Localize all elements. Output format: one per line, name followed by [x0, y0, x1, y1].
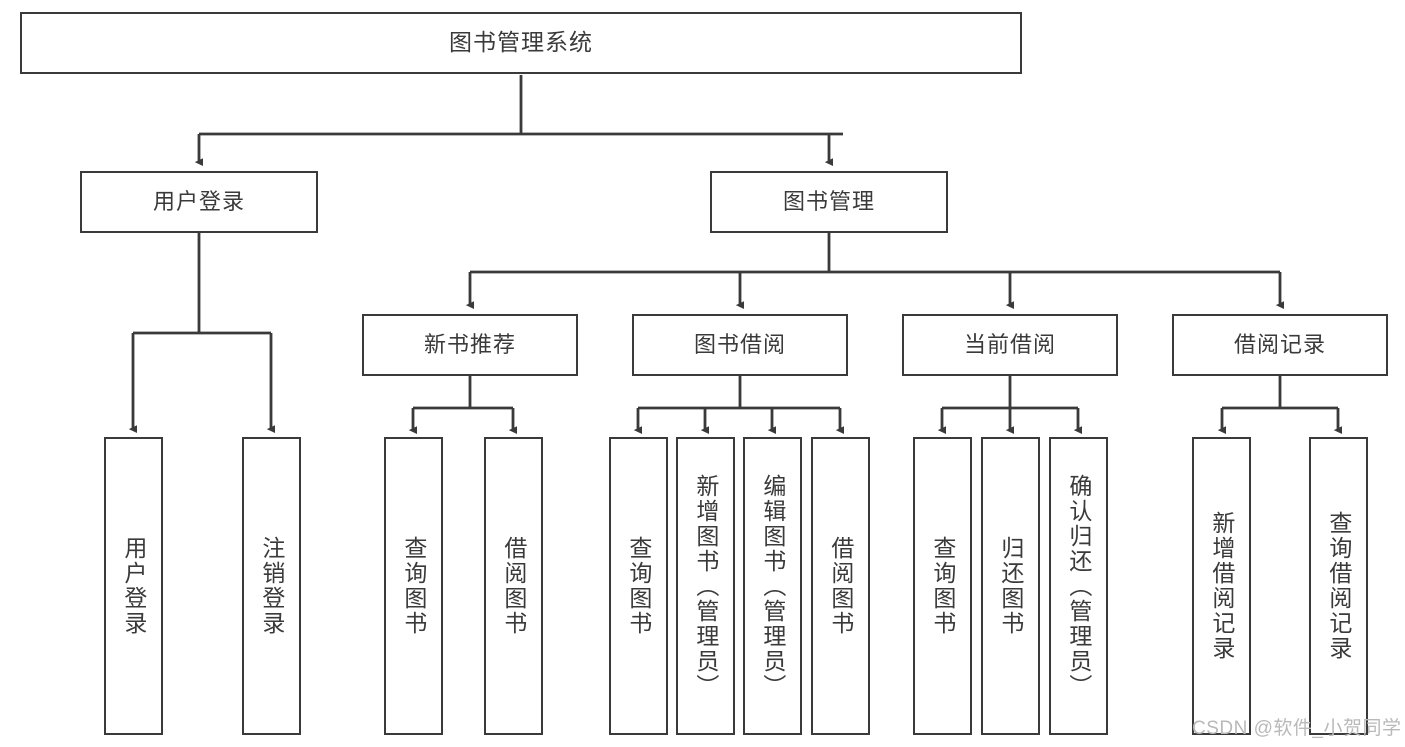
leaf-label: 借阅图书 — [500, 536, 527, 636]
node-new-book-recommend-label: 新书推荐 — [423, 331, 516, 357]
leaf-borrow-record-add-record[interactable]: 新增借阅记录 — [1192, 437, 1251, 735]
leaf-label: 查询图书 — [625, 536, 652, 636]
leaf-book-borrow-borrow-book[interactable]: 借阅图书 — [811, 437, 870, 735]
leaf-label: 编辑图书（管理员） — [759, 473, 786, 699]
leaf-label: 借阅图书 — [827, 536, 854, 636]
node-new-book-recommend[interactable]: 新书推荐 — [362, 314, 578, 376]
leaf-new-book-query-book[interactable]: 查询图书 — [384, 437, 443, 735]
node-book-borrow-label: 图书借阅 — [693, 331, 786, 357]
node-current-borrow-label: 当前借阅 — [963, 331, 1056, 357]
leaf-book-borrow-query-book[interactable]: 查询图书 — [609, 437, 668, 735]
node-book-borrow[interactable]: 图书借阅 — [632, 314, 848, 376]
leaf-label: 新增图书（管理员） — [692, 473, 719, 699]
node-user-login[interactable]: 用户登录 — [80, 171, 318, 233]
leaf-label: 新增借阅记录 — [1208, 511, 1235, 661]
leaf-label: 查询图书 — [929, 536, 956, 636]
leaf-borrow-record-query-record[interactable]: 查询借阅记录 — [1309, 437, 1368, 735]
leaf-label: 查询图书 — [400, 536, 427, 636]
leaf-label: 确认归还（管理员） — [1065, 473, 1092, 699]
leaf-current-borrow-return-book[interactable]: 归还图书 — [981, 437, 1040, 735]
leaf-label: 归还图书 — [997, 536, 1024, 636]
node-user-login-label: 用户登录 — [152, 188, 245, 214]
leaf-user-login-login[interactable]: 用户登录 — [104, 437, 163, 735]
leaf-book-borrow-edit-book-admin[interactable]: 编辑图书（管理员） — [743, 437, 802, 735]
leaf-book-borrow-add-book-admin[interactable]: 新增图书（管理员） — [676, 437, 735, 735]
leaf-label: 查询借阅记录 — [1325, 511, 1352, 661]
node-root-label: 图书管理系统 — [449, 29, 593, 56]
node-borrow-record[interactable]: 借阅记录 — [1172, 314, 1388, 376]
node-borrow-record-label: 借阅记录 — [1233, 331, 1326, 357]
node-book-management-label: 图书管理 — [782, 188, 875, 214]
node-current-borrow[interactable]: 当前借阅 — [902, 314, 1118, 376]
leaf-user-login-logout[interactable]: 注销登录 — [242, 437, 301, 735]
leaf-current-borrow-confirm-return-admin[interactable]: 确认归还（管理员） — [1049, 437, 1108, 735]
leaf-current-borrow-query-book[interactable]: 查询图书 — [913, 437, 972, 735]
leaf-label: 注销登录 — [258, 536, 285, 636]
node-root[interactable]: 图书管理系统 — [20, 12, 1022, 74]
node-book-management[interactable]: 图书管理 — [710, 171, 948, 233]
leaf-new-book-borrow-book[interactable]: 借阅图书 — [484, 437, 543, 735]
leaf-label: 用户登录 — [120, 536, 147, 636]
